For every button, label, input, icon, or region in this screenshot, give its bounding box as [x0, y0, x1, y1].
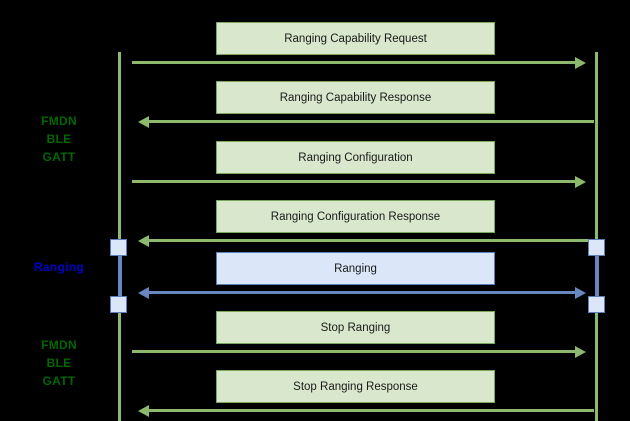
message-label: Ranging Configuration Response: [270, 210, 441, 223]
arrow-head-left-icon: [138, 115, 149, 128]
arrow-head-right-icon: [575, 175, 586, 188]
phase-label-fmdn-ble-gatt-top: FMDN BLE GATT: [41, 114, 77, 164]
arrow-head-left-icon: [138, 286, 149, 299]
arrow-head-right-icon: [575, 345, 586, 358]
arrow-head-right-icon: [575, 56, 586, 69]
message-label: Ranging Configuration: [298, 151, 413, 164]
arrow-head-right-icon: [575, 286, 586, 299]
message-arrow-line-ranging-configuration: [132, 180, 575, 183]
message-box-ranging-capability-request: Ranging Capability Request: [216, 22, 495, 55]
activation-left-end: [110, 296, 127, 313]
message-label: Stop Ranging: [320, 321, 391, 334]
phase-label-ranging: Ranging: [33, 260, 85, 274]
phase-label-fmdn-ble-gatt-bottom: FMDN BLE GATT: [41, 338, 77, 388]
message-arrow-line-ranging-configuration-response: [149, 239, 594, 242]
message-arrow-line-stop-ranging: [132, 350, 575, 353]
message-label: Stop Ranging Response: [293, 380, 418, 393]
message-arrow-line-ranging: [149, 291, 575, 294]
message-box-ranging-capability-response: Ranging Capability Response: [216, 81, 495, 114]
message-box-ranging-configuration: Ranging Configuration: [216, 141, 495, 174]
message-label: Ranging Capability Request: [284, 32, 427, 45]
message-arrow-line-ranging-capability-response: [149, 120, 594, 123]
activation-bar-right: [594, 248, 599, 302]
message-box-ranging-configuration-response: Ranging Configuration Response: [216, 200, 495, 233]
activation-right-start: [588, 239, 605, 256]
arrow-head-left-icon: [138, 404, 149, 417]
message-box-stop-ranging-response: Stop Ranging Response: [216, 370, 495, 403]
message-box-stop-ranging: Stop Ranging: [216, 311, 495, 344]
message-arrow-line-stop-ranging-response: [149, 409, 594, 412]
message-box-ranging: Ranging: [216, 252, 495, 285]
right-lifeline: [595, 52, 598, 421]
left-lifeline: [118, 52, 121, 421]
activation-bar-left: [117, 248, 122, 302]
message-arrow-line-ranging-capability-request: [132, 61, 575, 64]
activation-left-start: [110, 239, 127, 256]
message-label: Ranging Capability Response: [279, 91, 432, 104]
activation-right-end: [588, 296, 605, 313]
arrow-head-left-icon: [138, 234, 149, 247]
message-label: Ranging: [334, 262, 377, 275]
